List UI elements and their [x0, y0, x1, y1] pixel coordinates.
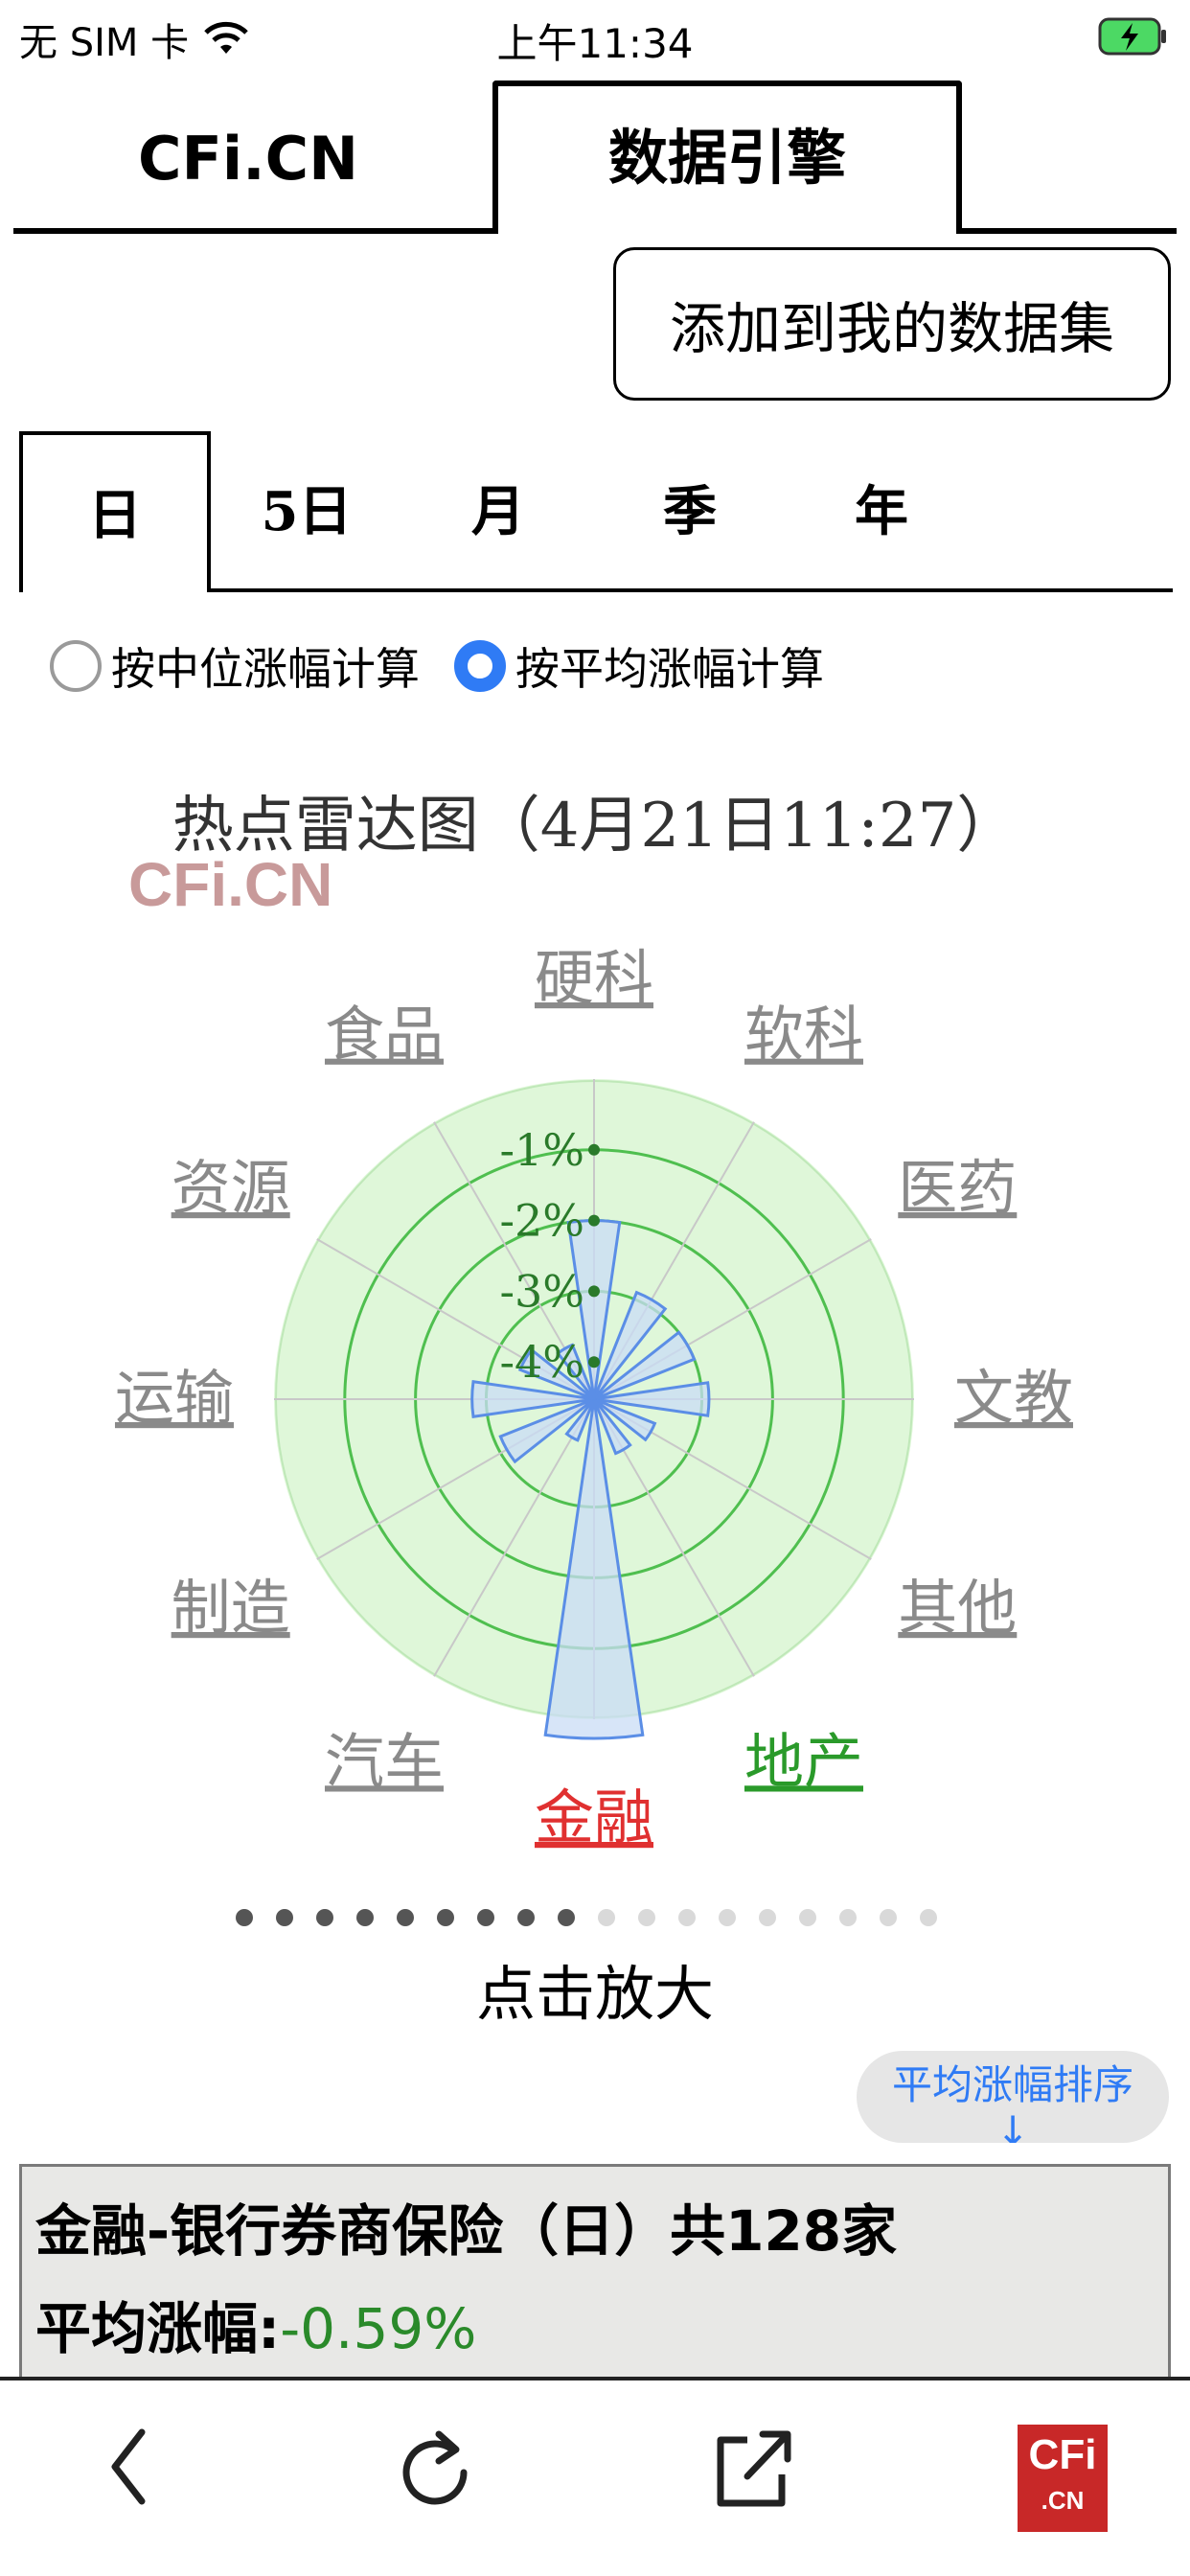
page-dot[interactable]: [638, 1909, 655, 1926]
radar-bar-地产: [592, 1398, 632, 1456]
radar-tick-label: -2%: [499, 1195, 584, 1247]
chart-title: 热点雷达图（4月21日11:27）: [172, 791, 1018, 862]
page-indicator[interactable]: [236, 1909, 937, 1926]
tab-5day[interactable]: 5日: [261, 480, 353, 543]
wifi-icon: [204, 21, 248, 54]
median-radio[interactable]: [50, 640, 102, 692]
sort-arrow-icon: ↓: [995, 2107, 1030, 2144]
share-external-icon[interactable]: [709, 2419, 795, 2515]
tabs-divider-left: [13, 228, 495, 234]
page-dot[interactable]: [839, 1909, 857, 1926]
page-dot[interactable]: [920, 1909, 937, 1926]
radar-bar-医药: [593, 1330, 697, 1401]
page-dot[interactable]: [356, 1909, 374, 1926]
radar-tick-dot: [588, 1143, 600, 1156]
tab-year[interactable]: 年: [855, 480, 908, 543]
median-radio-label[interactable]: 按中位涨幅计算: [111, 643, 420, 695]
radar-spoke: [433, 1398, 595, 1677]
period-tabs-divider: [19, 588, 1173, 592]
tap-to-zoom-label[interactable]: 点击放大: [475, 1959, 714, 2029]
page-dot[interactable]: [236, 1909, 253, 1926]
logo-line2: .CN: [1041, 2486, 1085, 2515]
sector-average-change: 平均涨幅:-0.59%: [35, 2284, 476, 2364]
page-dot[interactable]: [759, 1909, 776, 1926]
sector-label-其他[interactable]: 其他: [898, 1573, 1017, 1643]
page-dot[interactable]: [558, 1909, 575, 1926]
radar-tick-label: -3%: [499, 1265, 584, 1317]
sector-label-汽车[interactable]: 汽车: [325, 1726, 444, 1796]
average-radio-label[interactable]: 按平均涨幅计算: [515, 643, 824, 695]
page-dot[interactable]: [598, 1909, 615, 1926]
page-dot[interactable]: [517, 1909, 535, 1926]
battery-charging-icon: [1098, 15, 1169, 61]
carrier-status: 无 SIM 卡: [19, 12, 250, 67]
sector-label-制造[interactable]: 制造: [172, 1573, 290, 1643]
sort-button-label: 平均涨幅排序: [891, 2061, 1133, 2108]
add-to-dataset-button[interactable]: 添加到我的数据集: [613, 247, 1171, 401]
logo-line1: CFi: [1028, 2431, 1097, 2478]
tab-month[interactable]: 月: [471, 480, 525, 543]
back-icon[interactable]: [100, 2419, 157, 2515]
page-dot[interactable]: [719, 1909, 736, 1926]
tabs-divider-right: [959, 228, 1177, 234]
tab-day[interactable]: 日: [19, 431, 211, 592]
average-change-label: 平均涨幅:: [35, 2296, 281, 2361]
page-dot[interactable]: [477, 1909, 494, 1926]
bottom-toolbar: CFi .CN: [0, 2377, 1190, 2576]
cfi-app-logo[interactable]: CFi .CN: [1018, 2425, 1108, 2532]
status-bar: 无 SIM 卡 上午11:34: [0, 0, 1190, 80]
page-dot[interactable]: [397, 1909, 414, 1926]
sector-label-地产[interactable]: 地产: [744, 1726, 863, 1796]
tab-cfi[interactable]: CFi.CN: [137, 124, 359, 194]
sector-label-资源[interactable]: 资源: [172, 1153, 290, 1223]
radar-tick-dot: [588, 1214, 600, 1227]
average-sort-button[interactable]: 平均涨幅排序 ↓: [857, 2051, 1169, 2143]
page-dot[interactable]: [880, 1909, 897, 1926]
radar-tick-dot: [588, 1285, 600, 1298]
sector-label-医药[interactable]: 医药: [898, 1153, 1017, 1223]
page-dot[interactable]: [316, 1909, 333, 1926]
radar-bar-汽车: [564, 1398, 596, 1442]
average-change-value: -0.59%: [280, 2296, 477, 2361]
radar-tick-label: -4%: [499, 1336, 584, 1388]
radar-bar-金融: [543, 1398, 645, 1740]
page-dot[interactable]: [276, 1909, 293, 1926]
sector-label-文教[interactable]: 文教: [954, 1363, 1073, 1433]
clock: 上午11:34: [496, 20, 694, 67]
period-tabs: 日 5日 月 季 年: [19, 431, 1173, 594]
radar-tick-dot: [588, 1356, 600, 1368]
average-radio[interactable]: [454, 640, 506, 692]
radar-bar-运输: [470, 1380, 595, 1418]
radar-bar-软科: [592, 1290, 668, 1400]
sector-label-运输[interactable]: 运输: [115, 1363, 234, 1433]
page-dot[interactable]: [799, 1909, 816, 1926]
radar-bar-食品: [556, 1343, 596, 1400]
sector-info-panel: 金融-银行券商保险（日）共128家 平均涨幅:-0.59%: [19, 2164, 1171, 2377]
sector-label-软科[interactable]: 软科: [744, 1000, 863, 1070]
sector-label-硬科[interactable]: 硬科: [535, 943, 653, 1013]
radar-bar-其他: [593, 1397, 657, 1442]
sector-label-食品[interactable]: 食品: [325, 1000, 444, 1070]
radar-bar-制造: [498, 1397, 595, 1464]
sector-info-title: 金融-银行券商保险（日）共128家: [35, 2198, 898, 2264]
page-dot[interactable]: [678, 1909, 696, 1926]
carrier-label: 无 SIM 卡: [19, 21, 190, 65]
radar-tick-label: -1%: [499, 1124, 584, 1176]
sector-label-金融[interactable]: 金融: [535, 1782, 653, 1852]
tab-quarter[interactable]: 季: [663, 480, 717, 543]
top-tabs: CFi.CN 数据引擎: [0, 80, 1190, 234]
refresh-icon[interactable]: [393, 2419, 479, 2515]
radar-bar-文教: [593, 1381, 711, 1417]
page-dot[interactable]: [437, 1909, 454, 1926]
cfi-watermark: CFi.CN: [128, 850, 333, 919]
calc-mode-options: 按中位涨幅计算 按平均涨幅计算: [50, 634, 858, 698]
tab-data-engine[interactable]: 数据引擎: [492, 80, 962, 234]
radar-bar-资源: [517, 1347, 595, 1401]
